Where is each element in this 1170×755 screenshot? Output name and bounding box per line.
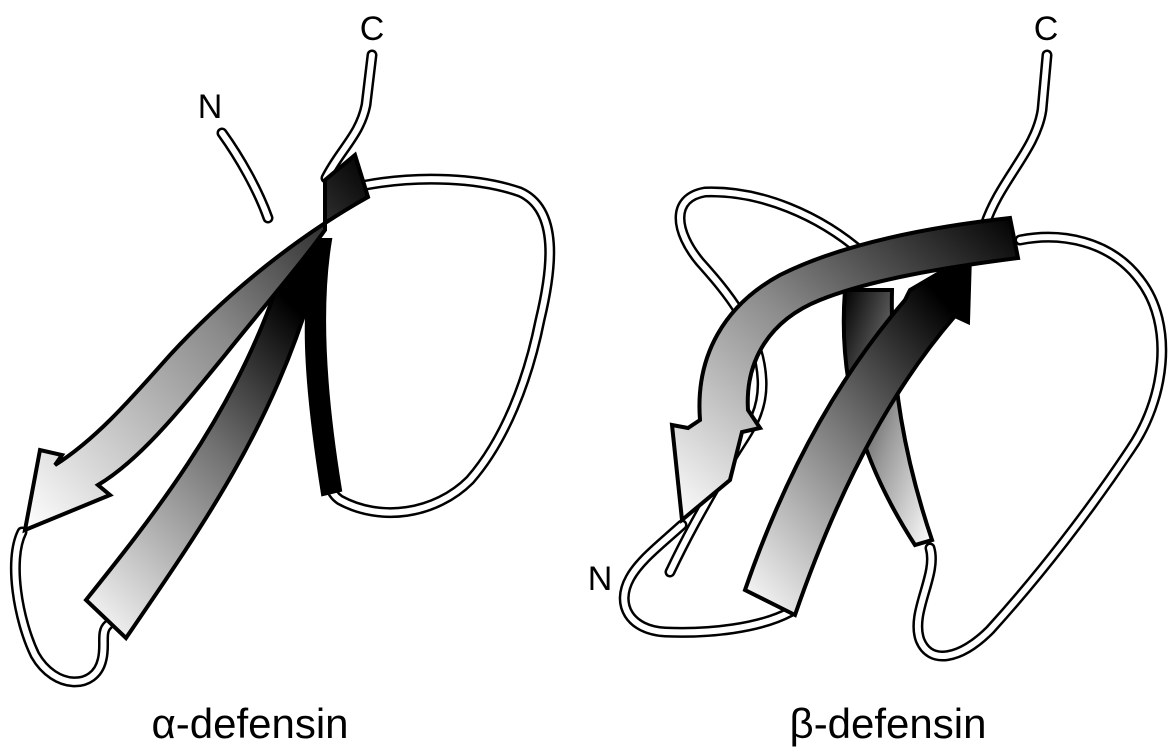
alpha-n-terminus-label: N [198,88,223,126]
alpha-defensin-structure [15,55,549,682]
alpha-c-terminus-label: C [360,10,385,48]
beta-n-terminus-label: N [588,560,613,598]
beta-defensin-structure [624,55,1162,656]
beta-defensin-caption: β-defensin [790,700,987,747]
alpha-right-loop-coil [329,179,550,512]
alpha-defensin-caption: α-defensin [151,700,348,747]
beta-c-terminus-label: C [1034,10,1059,48]
